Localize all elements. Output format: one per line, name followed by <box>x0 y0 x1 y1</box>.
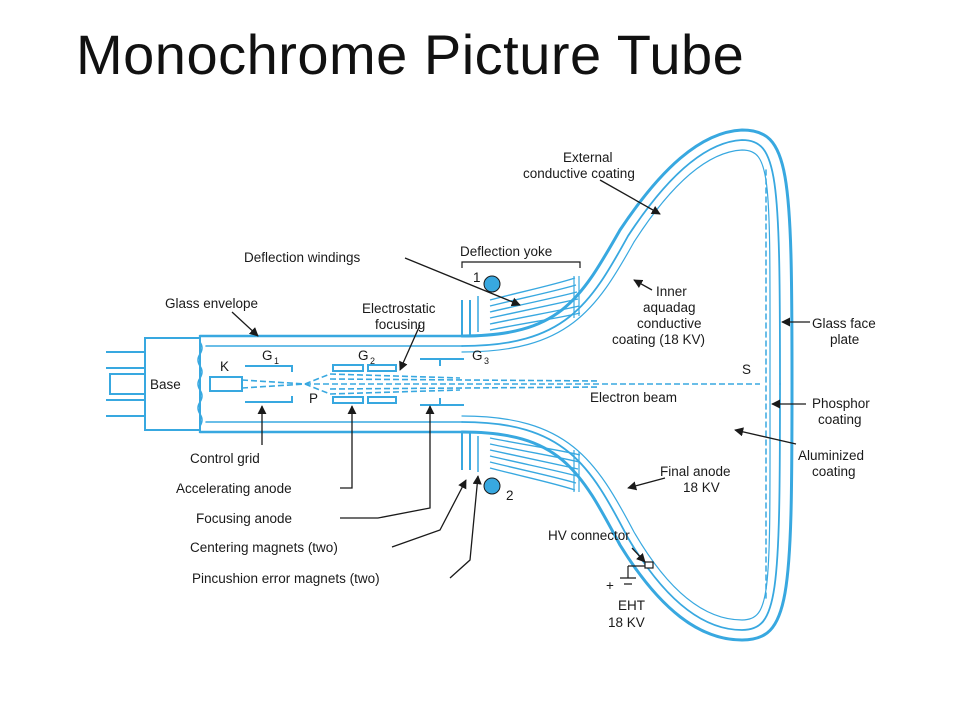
pointer-lines <box>231 179 810 579</box>
symbol-magnet-2: 2 <box>506 488 514 503</box>
label-aluminized-1: Aluminized <box>798 448 864 463</box>
tube-base <box>144 337 201 431</box>
deflection-windings-bottom <box>489 437 581 492</box>
label-eht-1: EHT <box>618 598 645 613</box>
label-inner-aquadag-3: conductive <box>637 316 702 331</box>
base-seal <box>197 341 203 427</box>
focusing-anode-g3 <box>420 358 464 406</box>
slide-title: Monochrome Picture Tube <box>76 23 745 86</box>
label-glass-face-2: plate <box>830 332 859 347</box>
label-external-coating-2: conductive coating <box>523 166 635 181</box>
symbol-g3-sub: 3 <box>484 356 489 366</box>
cathode-k <box>209 376 243 392</box>
deflection-yoke <box>461 261 581 472</box>
label-inner-aquadag-2: aquadag <box>643 300 696 315</box>
label-base: Base <box>150 377 181 392</box>
label-phosphor-2: coating <box>818 412 862 427</box>
label-inner-aquadag-4: coating (18 KV) <box>612 332 705 347</box>
label-aluminized-2: coating <box>812 464 856 479</box>
centering-magnet-2 <box>483 477 501 495</box>
control-grid-g1 <box>245 365 293 403</box>
symbol-g1: G <box>262 348 273 363</box>
glass-envelope-outline <box>198 128 794 642</box>
accelerating-anode-g2 <box>332 364 397 404</box>
symbol-s: S <box>742 362 751 377</box>
label-glass-face-1: Glass face <box>812 316 876 331</box>
label-deflection-windings: Deflection windings <box>244 250 361 265</box>
electron-beam <box>241 373 760 395</box>
label-focusing-anode: Focusing anode <box>196 511 292 526</box>
label-phosphor-1: Phosphor <box>812 396 870 411</box>
label-electron-beam: Electron beam <box>590 390 677 405</box>
electrode-symbols: K G 1 G 2 G 3 P S 1 2 <box>220 270 751 503</box>
symbol-g3: G <box>472 348 483 363</box>
label-pincushion-magnets: Pincushion error magnets (two) <box>192 571 380 586</box>
label-centering-magnets: Centering magnets (two) <box>190 540 338 555</box>
label-accelerating-anode: Accelerating anode <box>176 481 292 496</box>
label-external-coating-1: External <box>563 150 613 165</box>
deflection-windings-top <box>489 276 581 331</box>
symbol-g1-sub: 1 <box>274 356 279 366</box>
label-eht-plus: + <box>606 578 614 593</box>
diagram-labels: External conductive coating Deflection y… <box>150 150 876 630</box>
label-inner-aquadag-1: Inner <box>656 284 687 299</box>
label-control-grid: Control grid <box>190 451 260 466</box>
label-eht-2: 18 KV <box>608 615 645 630</box>
label-final-anode-2: 18 KV <box>683 480 720 495</box>
symbol-g2-sub: 2 <box>370 356 375 366</box>
symbol-k: K <box>220 359 229 374</box>
centering-magnet-1 <box>483 275 501 293</box>
label-electrostatic-2: focusing <box>375 317 425 332</box>
label-final-anode-1: Final anode <box>660 464 731 479</box>
label-electrostatic-1: Electrostatic <box>362 301 436 316</box>
symbol-g2: G <box>358 348 369 363</box>
hv-connector <box>620 561 654 585</box>
label-deflection-yoke: Deflection yoke <box>460 244 552 259</box>
label-glass-envelope: Glass envelope <box>165 296 258 311</box>
symbol-magnet-1: 1 <box>473 270 481 285</box>
symbol-p: P <box>309 391 318 406</box>
base-pins <box>106 351 146 417</box>
label-hv-connector: HV connector <box>548 528 630 543</box>
